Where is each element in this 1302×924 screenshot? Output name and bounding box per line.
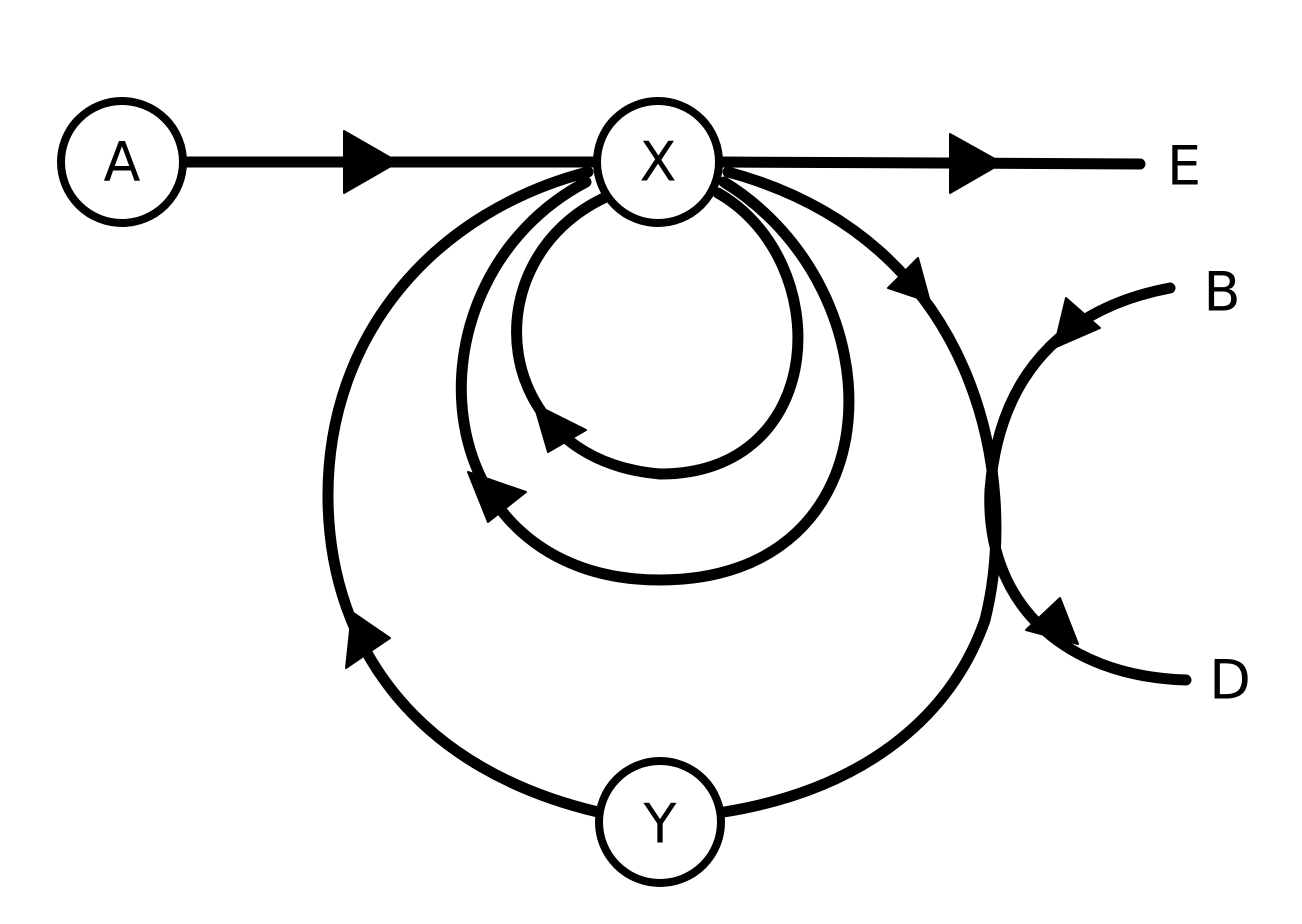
edge-x-to-y-arrowhead xyxy=(887,257,931,303)
edge-b-to-d xyxy=(984,282,1192,686)
edge-x-to-e xyxy=(714,133,1146,194)
node-b-label: B xyxy=(1203,261,1240,324)
node-x-label: X xyxy=(640,131,677,194)
edge-x-to-y xyxy=(718,166,1002,818)
edge-y-to-x xyxy=(322,166,604,818)
node-a-circle xyxy=(57,97,187,227)
node-y: Y xyxy=(595,757,725,887)
node-d-label: D xyxy=(1209,649,1251,712)
node-y-circle xyxy=(595,757,725,887)
node-x-circle xyxy=(593,97,723,227)
node-a: A xyxy=(57,97,187,227)
edge-b-to-d-arrowhead-2 xyxy=(1025,597,1079,645)
edge-x-self-loop-outer xyxy=(455,176,855,586)
node-x: X xyxy=(593,97,723,227)
edge-y-to-x-arrowhead xyxy=(345,611,391,669)
edge-x-self-loop-inner xyxy=(511,187,804,480)
edge-b-to-d-arrowhead-1 xyxy=(1053,297,1101,349)
edge-x-self-loop-outer-arrowhead xyxy=(467,471,527,523)
edge-a-to-x xyxy=(180,130,602,194)
edge-a-to-x-arrowhead xyxy=(343,130,399,194)
edge-x-self-loop-inner-arrowhead xyxy=(533,403,587,453)
node-e-label: E xyxy=(1167,135,1201,198)
node-a-label: A xyxy=(104,131,141,194)
edge-x-to-e-arrowhead xyxy=(949,133,1003,194)
node-y-label: Y xyxy=(643,793,678,856)
